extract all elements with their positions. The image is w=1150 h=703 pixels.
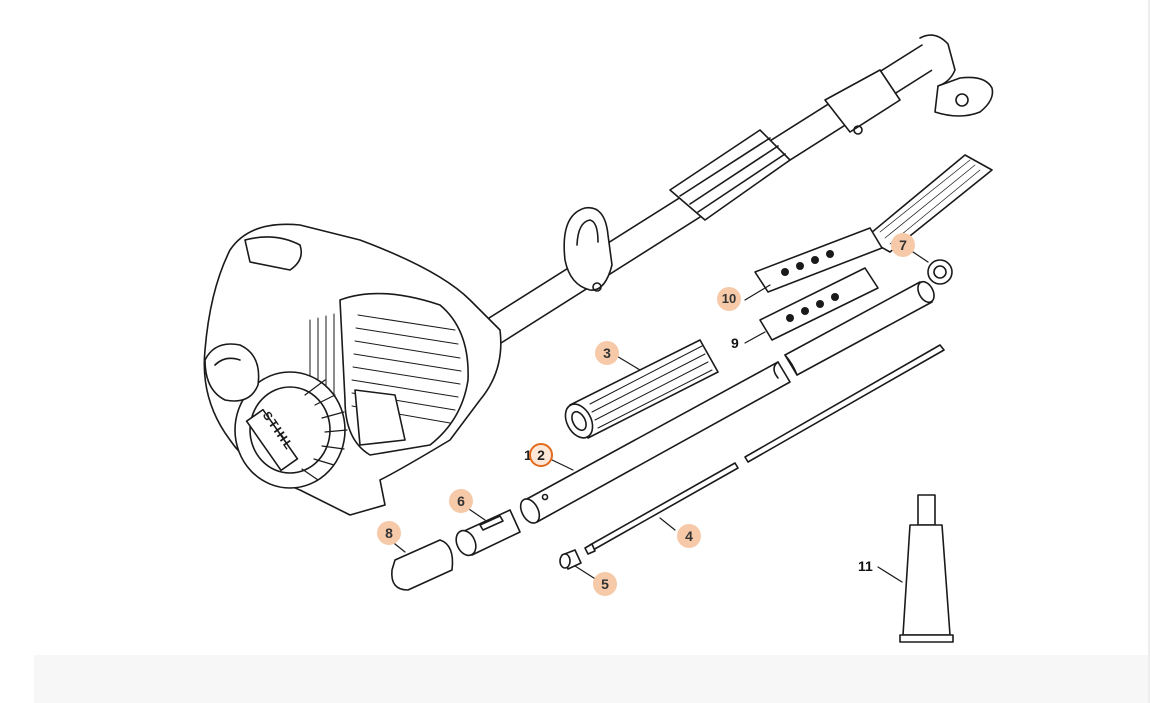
part-callout-6[interactable]: 6 xyxy=(449,489,473,513)
engine-drawing xyxy=(203,223,502,516)
part-callout-5[interactable]: 5 xyxy=(593,572,617,596)
bottom-band xyxy=(34,655,1150,703)
nut-drawing xyxy=(927,259,953,285)
part-callout-8[interactable]: 8 xyxy=(377,521,401,545)
side-band xyxy=(1148,0,1150,703)
part-callout-9[interactable]: 9 xyxy=(731,335,739,351)
grease-tube-icon xyxy=(899,494,954,643)
cap-drawing xyxy=(391,539,454,591)
bushing-drawing xyxy=(559,549,582,570)
part-callout-4[interactable]: 4 xyxy=(677,524,701,548)
part-callout-10[interactable]: 10 xyxy=(717,287,741,311)
handle-grip-drawing xyxy=(564,339,719,439)
drive-shaft-drawing xyxy=(584,344,945,555)
part-callout-3[interactable]: 3 xyxy=(595,341,619,365)
drive-tube-drawing xyxy=(519,280,935,524)
stihl-logo xyxy=(245,408,299,472)
warning-label-drawing xyxy=(754,154,993,341)
part-callout-2[interactable]: 2 xyxy=(529,443,553,467)
part-callout-11[interactable]: 11 xyxy=(858,558,873,574)
coupling-drawing xyxy=(455,509,521,557)
part-callout-7[interactable]: 7 xyxy=(891,233,915,257)
